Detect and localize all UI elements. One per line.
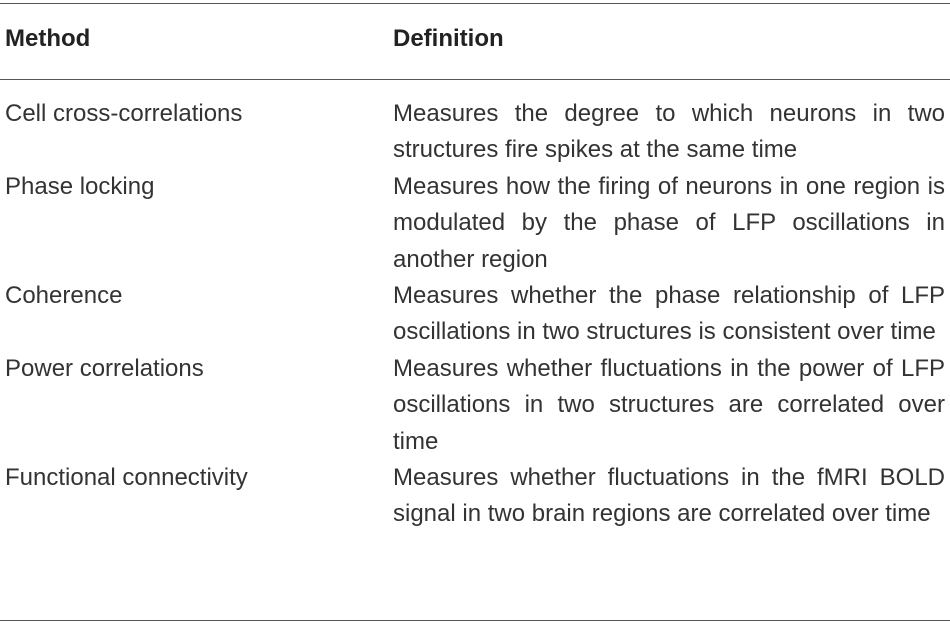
header-method: Method bbox=[5, 25, 91, 52]
row-method: Power correlations bbox=[5, 354, 204, 382]
row-definition: Measures how the firing of neurons in on… bbox=[393, 172, 945, 273]
row-method: Functional connectivity bbox=[5, 464, 248, 492]
table-bottom-rule bbox=[0, 620, 950, 621]
row-definition: Measures whether fluctuations in the pow… bbox=[393, 354, 945, 455]
row-method: Phase locking bbox=[5, 172, 155, 200]
table-header-rule bbox=[0, 79, 950, 80]
table-row: Cell cross-correlations Measures the deg… bbox=[0, 96, 950, 169]
table-row: Power correlations Measures whether fluc… bbox=[0, 351, 950, 460]
row-definition: Measures the degree to which neurons in … bbox=[393, 100, 945, 164]
table-row: Functional connectivity Measures whether… bbox=[0, 460, 950, 533]
row-method: Coherence bbox=[5, 282, 123, 310]
header-definition: Definition bbox=[393, 25, 504, 52]
table-top-rule bbox=[0, 3, 950, 4]
row-definition: Measures whether fluctuations in the fMR… bbox=[393, 464, 945, 528]
row-definition: Measures whether the phase relationship … bbox=[393, 282, 945, 346]
table-body: Cell cross-correlations Measures the deg… bbox=[0, 96, 950, 533]
table-row: Coherence Measures whether the phase rel… bbox=[0, 278, 950, 351]
row-method: Cell cross-correlations bbox=[5, 100, 243, 127]
table-row: Phase locking Measures how the firing of… bbox=[0, 169, 950, 278]
table-header: Method Definition bbox=[0, 25, 950, 61]
